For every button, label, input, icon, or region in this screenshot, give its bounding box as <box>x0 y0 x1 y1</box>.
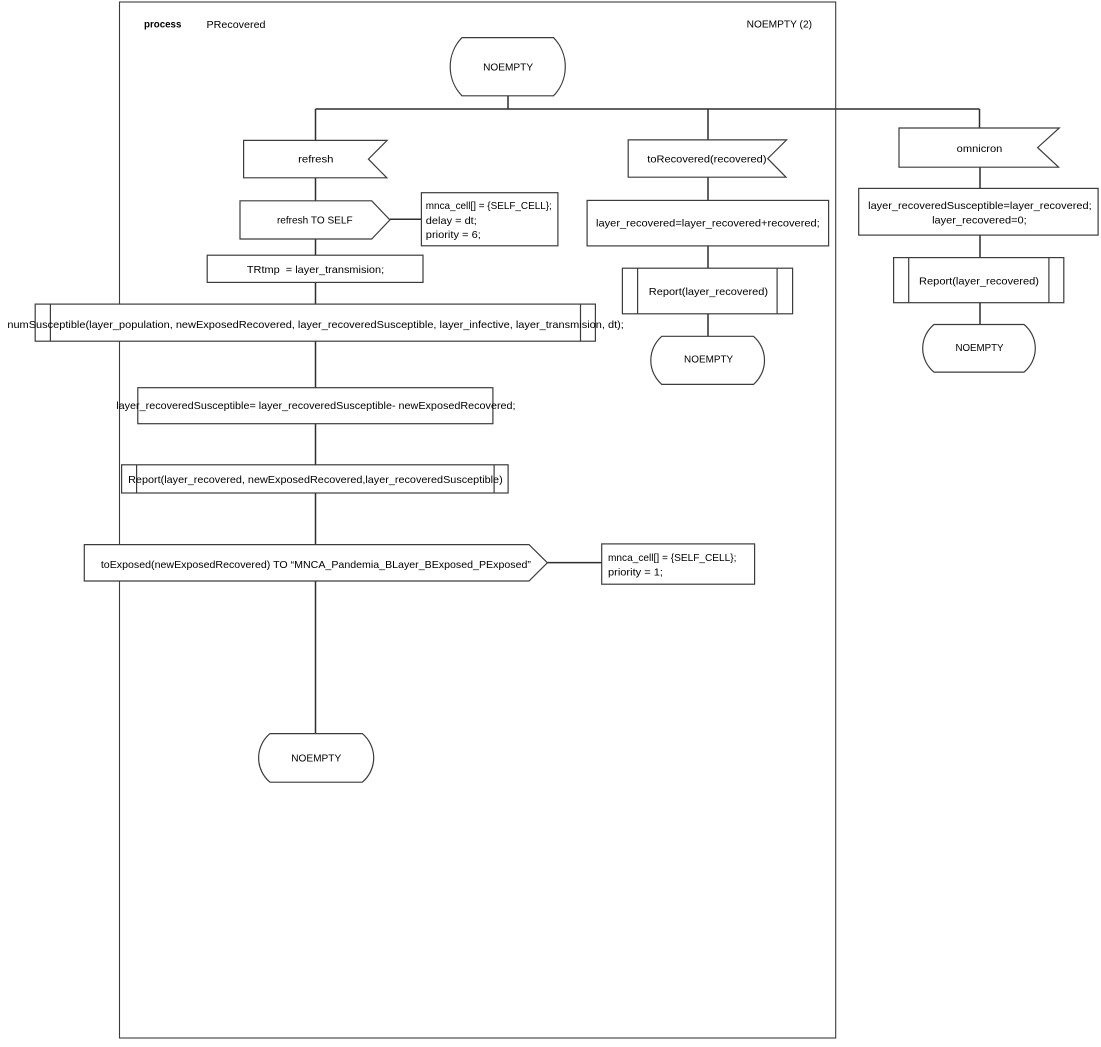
svg-text:layer_recoveredSusceptible= la: layer_recoveredSusceptible= layer_recove… <box>116 400 515 412</box>
svg-text:delay = dt;: delay = dt; <box>426 215 477 227</box>
svg-text:layer_recovered=layer_recovere: layer_recovered=layer_recovered+recovere… <box>596 217 820 229</box>
svg-text:process: process <box>144 19 182 31</box>
svg-text:Report(layer_recovered): Report(layer_recovered) <box>919 276 1039 288</box>
svg-text:toExposed(newExposedRecovered): toExposed(newExposedRecovered) TO “MNCA_… <box>101 559 532 571</box>
svg-text:layer_recovered=0;: layer_recovered=0; <box>932 215 1027 227</box>
svg-text:NOEMPTY: NOEMPTY <box>955 342 1003 354</box>
svg-text:NOEMPTY: NOEMPTY <box>684 354 733 366</box>
svg-text:omnicron: omnicron <box>957 143 1003 155</box>
svg-text:refresh: refresh <box>298 154 334 166</box>
svg-text:priority = 1;: priority = 1; <box>608 566 663 578</box>
svg-text:layer_recoveredSusceptible=lay: layer_recoveredSusceptible=layer_recover… <box>868 200 1092 212</box>
svg-text:Report(layer_recovered): Report(layer_recovered) <box>649 286 768 298</box>
svg-text:NOEMPTY: NOEMPTY <box>291 753 341 765</box>
svg-text:numSusceptible(layer_populatio: numSusceptible(layer_population, newExpo… <box>7 319 624 331</box>
svg-text:toRecovered(recovered): toRecovered(recovered) <box>647 154 766 166</box>
svg-text:NOEMPTY: NOEMPTY <box>483 61 533 73</box>
svg-text:mnca_cell[] = {SELF_CELL};: mnca_cell[] = {SELF_CELL}; <box>426 200 552 212</box>
svg-text:mnca_cell[] = {SELF_CELL};: mnca_cell[] = {SELF_CELL}; <box>608 552 737 564</box>
svg-text:refresh TO SELF: refresh TO SELF <box>277 214 353 226</box>
svg-text:TRtmp = layer_transmision;: TRtmp = layer_transmision; <box>247 264 384 276</box>
svg-text:priority = 6;: priority = 6; <box>426 229 481 241</box>
svg-text:Report(layer_recovered, newExp: Report(layer_recovered, newExposedRecove… <box>128 474 503 486</box>
svg-text:PRecovered: PRecovered <box>207 19 266 31</box>
svg-text:NOEMPTY (2): NOEMPTY (2) <box>747 19 812 31</box>
